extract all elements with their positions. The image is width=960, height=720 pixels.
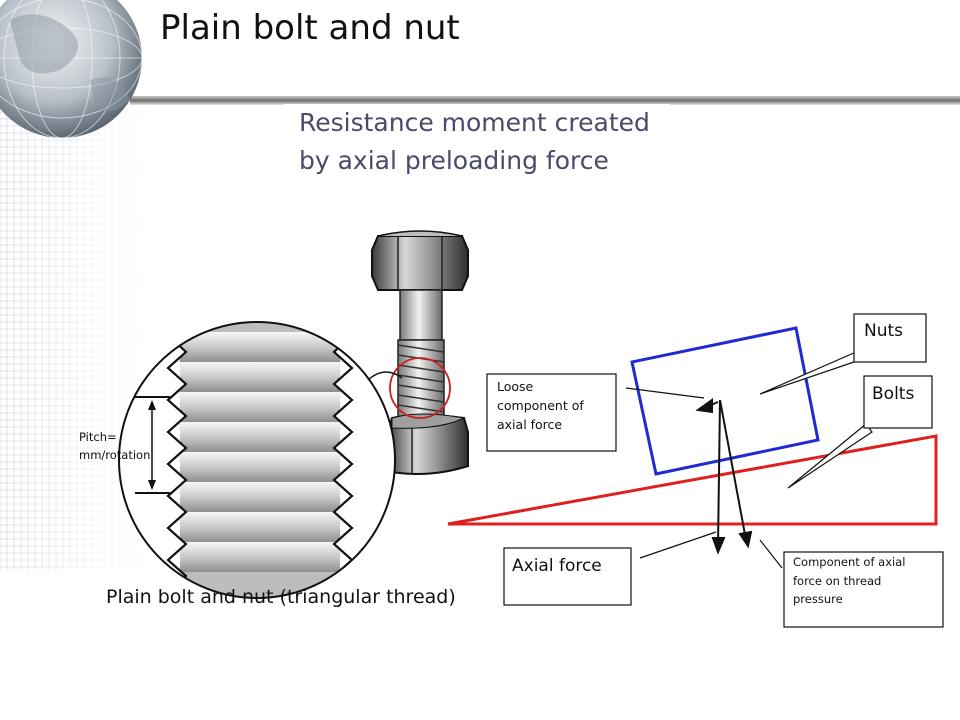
callout-axial-box bbox=[503, 547, 632, 606]
bolt-thread bbox=[397, 339, 445, 421]
pitch-label: Pitch= mm/rotation bbox=[79, 428, 150, 464]
magnified-thread bbox=[118, 321, 396, 599]
thread-highlight-circle bbox=[389, 357, 451, 419]
subtitle-line-1: Resistance moment created bbox=[299, 108, 650, 137]
callout-bolts-box bbox=[863, 375, 933, 429]
bolt-head bbox=[371, 230, 469, 291]
label-loose-component: Loose component of axial force bbox=[497, 377, 584, 434]
loose-line-1: Loose bbox=[497, 379, 534, 394]
magnifier-connector bbox=[367, 371, 403, 381]
component-line-1: Component of axial bbox=[793, 555, 906, 569]
slide-subtitle: Resistance moment created by axial prelo… bbox=[299, 104, 650, 180]
label-component-thread-pressure: Component of axial force on thread press… bbox=[793, 553, 905, 609]
label-nuts: Nuts bbox=[864, 321, 904, 341]
label-axial-force: Axial force bbox=[512, 556, 602, 576]
component-line-2: force on thread bbox=[793, 573, 882, 588]
callout-nuts-box bbox=[853, 313, 927, 363]
label-bolts: Bolts bbox=[872, 384, 915, 404]
subtitle-line-2: by axial preloading force bbox=[299, 146, 609, 175]
callout-loose-box bbox=[486, 373, 617, 452]
nut bbox=[387, 413, 469, 475]
bolt-wedge bbox=[447, 434, 938, 526]
bolt-caption: Plain bolt and nut (triangular thread) bbox=[106, 586, 456, 608]
slide-title: Plain bolt and nut bbox=[160, 8, 460, 48]
pitch-line-1: Pitch= bbox=[79, 430, 117, 444]
force-arrows bbox=[695, 398, 753, 555]
callout-component-box bbox=[783, 551, 944, 628]
nut-block bbox=[630, 326, 820, 476]
subtitle-background bbox=[284, 104, 670, 184]
pitch-line-2: mm/rotation bbox=[79, 448, 151, 462]
component-line-3: pressure bbox=[793, 592, 843, 606]
loose-line-3: axial force bbox=[497, 417, 563, 432]
loose-line-2: component of bbox=[497, 398, 584, 413]
bolt-shaft bbox=[399, 289, 443, 341]
